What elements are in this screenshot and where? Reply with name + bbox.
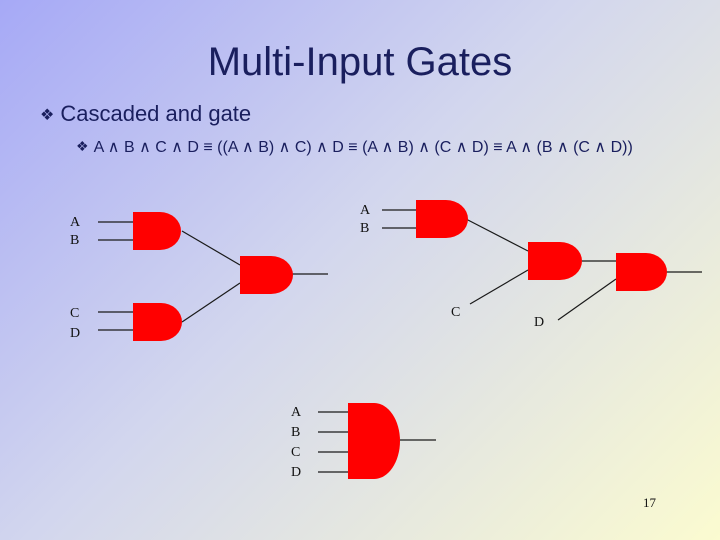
page-number: 17 <box>643 495 656 510</box>
wires <box>98 209 702 473</box>
and-gate-4-input <box>348 403 400 479</box>
bullet-1-text: Cascaded and gate <box>60 101 252 126</box>
input-label-d: D <box>534 315 545 330</box>
diamond-bullet-icon: ❖ <box>40 107 55 124</box>
bullet-level-2: ❖A ∧ B ∧ C ∧ D ≡ ((A ∧ B) ∧ C) ∧ D ≡ (A … <box>76 137 633 157</box>
and-gates <box>133 200 667 479</box>
wire-left-cd-out <box>181 282 241 323</box>
input-label-a: A <box>360 203 371 218</box>
input-label-b: B <box>70 233 80 248</box>
diamond-bullet-icon: ❖ <box>76 138 89 154</box>
input-label-d: D <box>291 465 302 480</box>
input-label-c: C <box>70 306 80 321</box>
and-gate-left-cd <box>133 303 182 341</box>
input-label-c: C <box>451 305 461 320</box>
and-gate-right-final <box>616 253 667 291</box>
and-gate-left-ab <box>133 212 181 250</box>
slide-title: Multi-Input Gates <box>207 40 513 84</box>
and-gate-left-final <box>240 256 293 294</box>
and-gate-right-abc <box>528 242 582 280</box>
and-gate-right-ab <box>416 200 468 238</box>
input-label-a: A <box>70 215 81 230</box>
wire-right-c <box>469 269 529 305</box>
input-label-c: C <box>291 445 301 460</box>
wire-left-ab-out <box>181 230 241 266</box>
input-label-d: D <box>70 326 81 341</box>
bullet-level-1: ❖ Cascaded and gate <box>40 101 251 127</box>
input-label-a: A <box>291 405 302 420</box>
input-label-b: B <box>360 221 370 236</box>
bullet-2-text: A ∧ B ∧ C ∧ D ≡ ((A ∧ B) ∧ C) ∧ D ≡ (A ∧… <box>93 139 633 156</box>
wire-right-ab-out <box>465 218 529 252</box>
wire-right-d <box>557 278 617 321</box>
input-label-b: B <box>291 425 301 440</box>
